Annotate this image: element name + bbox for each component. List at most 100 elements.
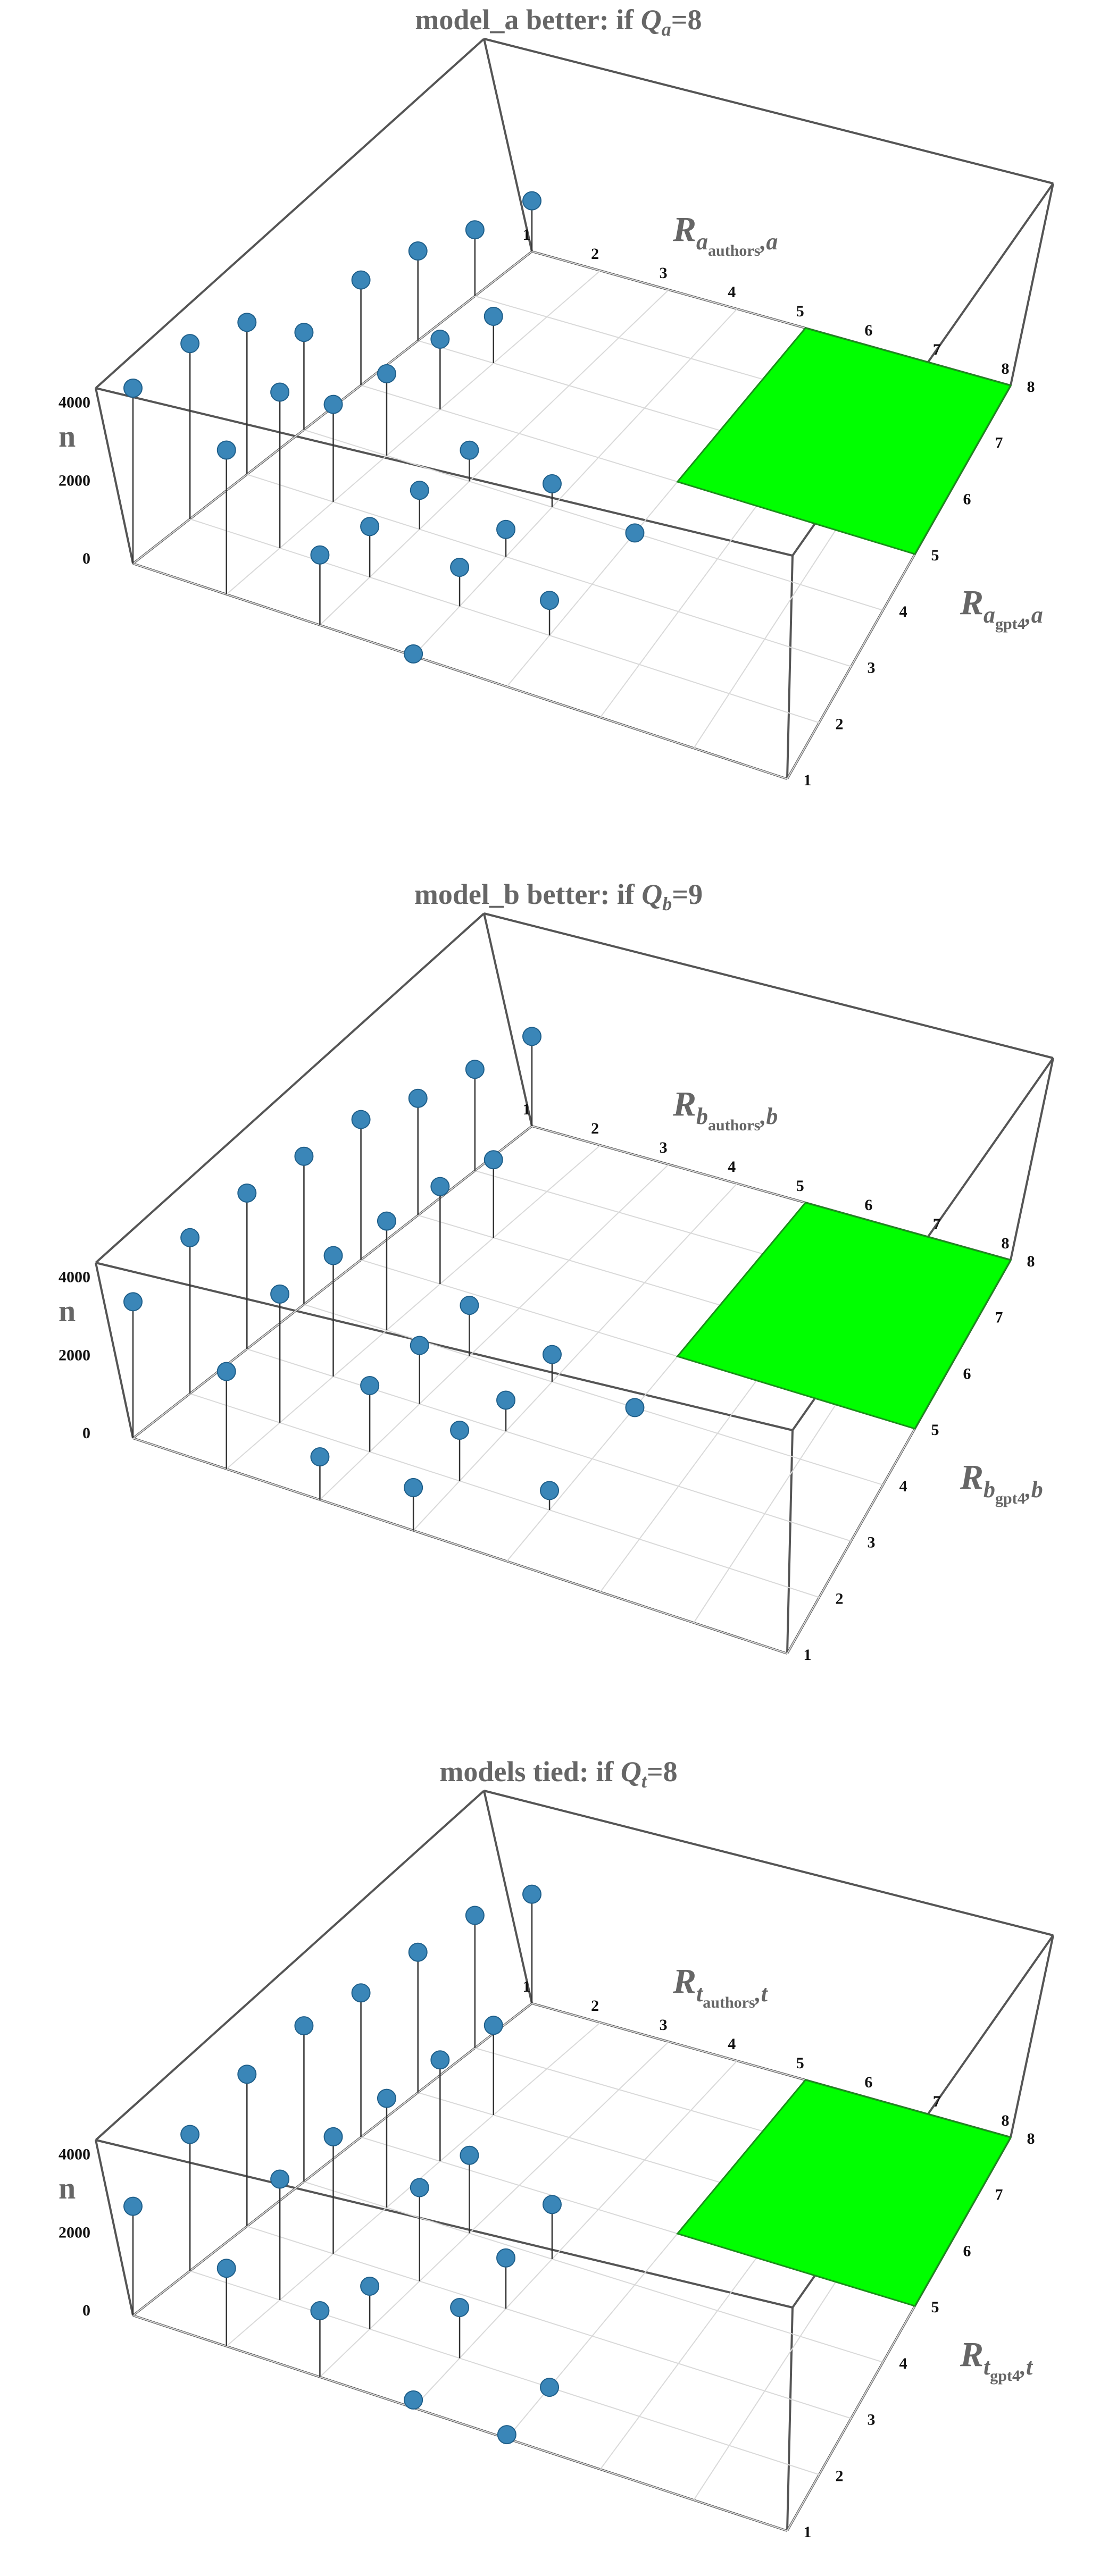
data-point [625,1398,645,1417]
data-point [540,1481,560,1500]
y-tick-label: 4 [899,2355,907,2372]
z-tick-label: 4000 [59,2146,90,2163]
x-axis-label: Rbauthors,b [672,1085,778,1134]
plot-box-edge [1010,183,1054,386]
plot-box-edge [95,912,485,1264]
data-point [408,1088,428,1108]
z-tick-label: 0 [82,1424,90,1442]
data-point [123,2196,143,2216]
y-tick-label: 7 [995,434,1003,452]
data-point [310,2301,330,2321]
data-point [237,2065,257,2084]
chart-panel-2: 1234567812345678020004000nRbauthors,bRbg… [59,878,1054,1664]
data-point [625,523,645,543]
data-point [310,545,330,565]
y-tick-label: 5 [931,2298,939,2316]
plot-box-edge [483,38,533,252]
chart-title: models tied: if Qt=8 [439,1756,677,1792]
data-point [460,1296,479,1315]
y-tick-label: 3 [868,1534,876,1551]
floor-grid-line [189,1393,820,1598]
floor-grid-line [246,474,852,667]
floor-grid-line [319,289,669,626]
floor-grid-line [304,429,883,611]
floor-grid-line [413,308,738,657]
data-point [496,1390,516,1410]
data-point [360,517,380,536]
plot-box-edge [95,38,485,389]
data-point [496,2248,516,2268]
x-axis-label: Rtauthors,t [672,1962,769,2011]
y-tick-label: 7 [995,1309,1003,1327]
data-point [410,1336,429,1355]
z-axis-label: n [59,1294,76,1328]
data-point [404,2390,423,2410]
x-tick-label: 6 [864,1196,872,1214]
x-tick-label: 6 [864,322,872,339]
data-point [323,1246,343,1265]
data-point [484,306,503,326]
x-tick-label: 5 [796,1177,804,1195]
data-point [540,2378,560,2397]
x-tick-label: 1 [523,1101,531,1118]
data-point [310,1447,330,1467]
z-tick-label: 0 [82,550,90,567]
y-tick-label: 1 [804,1646,812,1664]
x-tick-label: 8 [1002,1235,1010,1252]
plot-box-edge [1010,1058,1054,1261]
plot-box-edge [95,1262,793,1431]
data-point [123,1292,143,1312]
x-tick-label: 7 [933,2093,941,2110]
data-point [430,329,450,349]
highlight-region [676,327,1012,555]
data-point [351,1983,371,2003]
x-tick-label: 5 [796,2054,804,2072]
z-tick-label: 2000 [59,1346,90,1364]
y-tick-label: 3 [868,659,876,677]
x-tick-label: 8 [1002,2112,1010,2129]
data-point [351,1110,371,1129]
floor-grid-line [189,518,820,724]
y-tick-label: 6 [963,1365,971,1382]
data-point [450,558,470,577]
floor-grid-line [246,1348,852,1542]
data-point [123,379,143,398]
data-point [237,313,257,332]
plot-box-edge [95,2139,793,2309]
floor-grid-line [319,2041,669,2378]
plot-box-edge [95,1262,134,1439]
data-point [270,382,290,402]
data-point [294,323,314,342]
data-point [216,1362,236,1381]
data-point [360,2276,380,2296]
x-axis-label: Raauthors,a [672,210,778,259]
plot-box-edge [786,2307,794,2531]
data-point [408,1942,428,1962]
data-point [377,2088,396,2108]
floor-grid-line [226,270,601,595]
y-tick-label: 8 [1027,378,1035,396]
x-tick-label: 4 [728,1158,736,1176]
x-tick-label: 2 [591,245,599,263]
x-tick-label: 4 [728,2035,736,2053]
plot-box-edge [95,387,793,557]
x-tick-label: 2 [591,1120,599,1137]
data-point [450,2298,470,2318]
x-tick-label: 3 [660,1139,668,1156]
y-tick-label: 8 [1027,1253,1035,1270]
x-tick-label: 7 [933,1215,941,1233]
data-point [294,2016,314,2036]
data-point [430,1177,450,1196]
x-tick-label: 1 [523,1978,531,1995]
chart-title: model_b better: if Qb=9 [414,878,703,914]
data-point [522,191,541,211]
data-point [484,1150,503,1170]
floor-grid-line [132,1126,532,1439]
z-tick-label: 4000 [59,394,90,412]
y-tick-label: 7 [995,2186,1003,2204]
data-point [377,364,396,383]
x-tick-label: 7 [933,341,941,358]
x-tick-label: 4 [728,283,736,301]
data-point [216,440,236,460]
data-point [430,2050,450,2070]
